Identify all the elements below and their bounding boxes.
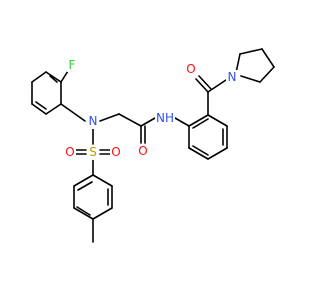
bond (192, 145, 209, 156)
sulfonyl-oxygen-left: O (65, 145, 74, 159)
bond (77, 181, 93, 191)
bond (195, 78, 209, 93)
bond (240, 75, 261, 83)
bond (45, 103, 62, 115)
atom-labels: F N NH O O N S O O (64, 58, 238, 160)
bond (45, 71, 62, 83)
bond (140, 117, 156, 127)
molecule-structure: F N NH O O N S O O (31, 48, 275, 243)
bonds (31, 48, 275, 243)
bond (207, 114, 228, 127)
bond (35, 101, 47, 110)
bond (99, 113, 120, 122)
bond (92, 207, 113, 220)
ketone-oxygen: O (186, 62, 195, 76)
bond (92, 174, 113, 187)
bond (76, 206, 91, 216)
bond (235, 53, 241, 74)
bond (207, 147, 228, 160)
sulfur-atom: S (89, 145, 97, 159)
pyrrolidine-nitrogen: N (228, 70, 237, 84)
bond (188, 114, 209, 127)
bond (174, 117, 190, 127)
bond (261, 48, 275, 68)
bond (259, 66, 275, 83)
bond (73, 174, 94, 187)
bond (207, 79, 227, 93)
bond (60, 103, 86, 122)
bond (188, 147, 209, 160)
bond (60, 70, 69, 83)
sulfonamide-nitrogen: N (89, 114, 98, 128)
sulfonyl-oxygen-right: O (111, 145, 120, 159)
bond (31, 103, 47, 115)
bond (239, 48, 263, 55)
fluorine-atom: F (69, 58, 76, 72)
bond (192, 118, 209, 129)
bond (118, 113, 142, 127)
bond (73, 207, 94, 220)
bond (198, 75, 212, 90)
amide-nh: NH (156, 111, 174, 125)
amide-oxygen: O (138, 144, 147, 158)
bond (49, 75, 58, 83)
bond (31, 71, 47, 83)
